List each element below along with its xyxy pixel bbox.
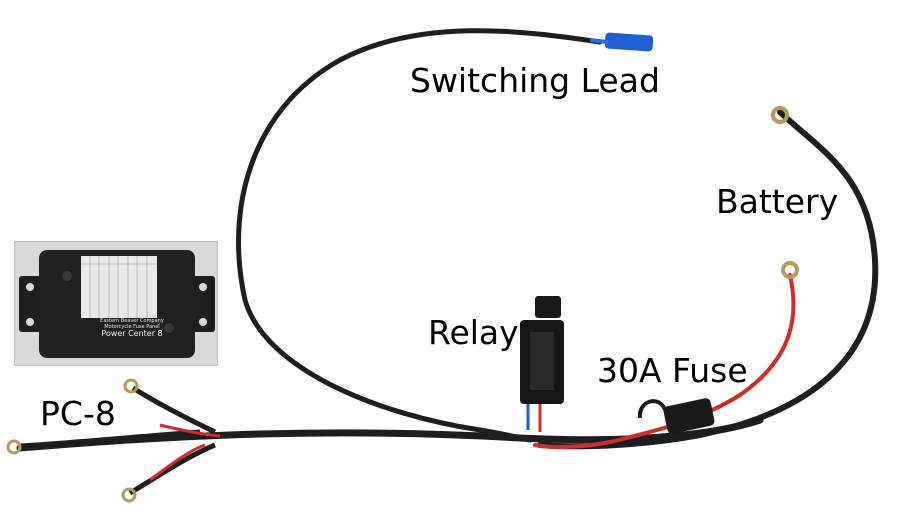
fuse-label: 30A Fuse bbox=[597, 351, 748, 390]
pc8-ring-left bbox=[6, 439, 22, 455]
battery-ring-terminal bbox=[771, 106, 789, 124]
device-model-text: Power Center 8 bbox=[101, 329, 163, 338]
power-center-inset-photo bbox=[14, 241, 218, 366]
pc8-lead-left bbox=[19, 429, 201, 449]
device-maker-line2: Motorcycle Fuse Panel bbox=[104, 324, 160, 331]
switching-lead-label: Switching Lead bbox=[410, 61, 660, 100]
pc8-lead-lower bbox=[128, 442, 216, 496]
battery-label: Battery bbox=[716, 182, 839, 221]
device-maker-line1: Eastern Beaver Company bbox=[100, 318, 164, 324]
battery-cable bbox=[537, 109, 879, 450]
fuse-ring-terminal bbox=[781, 261, 799, 279]
pc8-ring-upper bbox=[123, 378, 139, 394]
relay bbox=[520, 296, 564, 432]
relay-label: Relay bbox=[428, 313, 519, 352]
pc8-ring-lower bbox=[121, 487, 137, 503]
pc8-lead-upper bbox=[131, 385, 217, 435]
switching-lead-cable bbox=[236, 28, 603, 443]
fuse-holder bbox=[637, 398, 715, 434]
switching-connector bbox=[604, 32, 654, 52]
pc8-label: PC-8 bbox=[40, 394, 116, 433]
device-maker-text: Eastern Beaver Company Motorcycle Fuse P… bbox=[92, 318, 172, 331]
mount-tab-left bbox=[19, 276, 41, 332]
mount-tab-right bbox=[193, 276, 215, 332]
